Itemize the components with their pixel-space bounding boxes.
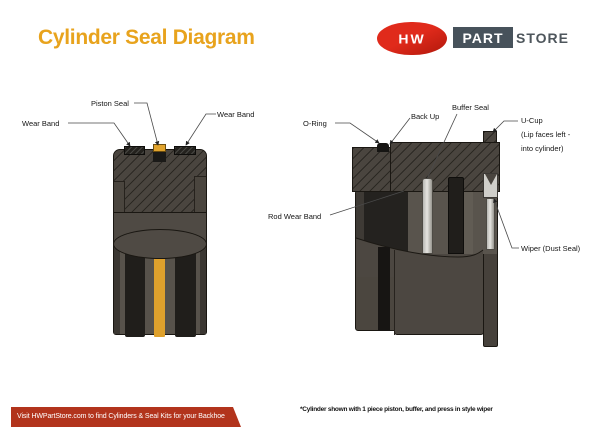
piston-step-right <box>194 176 206 212</box>
gland-center-seam <box>394 250 395 335</box>
piston-edge-right <box>200 244 206 334</box>
hw-logo-icon: HW <box>377 22 447 55</box>
label-o-ring: O-Ring <box>303 119 327 128</box>
rod-wear-band-strip <box>364 190 408 254</box>
piston-step-left <box>114 181 125 212</box>
label-wear-band-left: Wear Band <box>22 119 60 128</box>
gland-bore-edge-left <box>356 192 364 254</box>
buffer-seal-strip <box>422 178 433 254</box>
label-u-cup-line2: (Lip faces left - <box>521 130 571 139</box>
label-back-up: Back Up <box>411 112 440 121</box>
wiper-notch <box>485 174 497 185</box>
piston-seal-groove <box>153 152 166 162</box>
label-piston-seal: Piston Seal <box>91 99 129 108</box>
label-buffer-seal: Buffer Seal <box>452 103 489 112</box>
piston-seal-top <box>153 144 166 152</box>
footnote: *Cylinder shown with 1 piece piston, buf… <box>300 406 493 413</box>
hwpartstore-banner: Visit HWPartStore.com to find Cylinders … <box>11 407 241 427</box>
gland-outer-groove-strip <box>378 247 390 331</box>
label-wear-band-right: Wear Band <box>217 110 255 119</box>
gland-bore-highlight <box>464 192 473 254</box>
wear-band-strip-left <box>125 244 145 337</box>
label-u-cup-line3: into cylinder) <box>521 144 564 153</box>
logo-store-text: STORE <box>516 29 569 46</box>
page-title: Cylinder Seal Diagram <box>38 26 255 49</box>
piston-arc-face <box>114 230 206 258</box>
o-ring-part <box>377 143 389 152</box>
label-wiper: Wiper (Dust Seal) <box>521 244 581 253</box>
logo-part-badge: PART <box>453 27 513 48</box>
wear-band-top-left <box>124 146 145 155</box>
piston-seal-strip <box>154 244 165 337</box>
wear-band-strip-right <box>175 244 196 337</box>
wiper-seal-strip <box>486 198 495 250</box>
piston-edge-left <box>114 244 120 334</box>
wear-band-top-right <box>174 146 196 155</box>
hw-monogram: HW <box>398 31 426 46</box>
u-cup-retainer-tab <box>483 131 497 143</box>
label-u-cup: U-Cup (Lip faces left - into cylinder) <box>521 115 570 154</box>
label-rod-wear-band: Rod Wear Band <box>268 212 322 221</box>
label-u-cup-line1: U-Cup <box>521 116 543 125</box>
gland-hatched-left <box>352 147 391 192</box>
u-cup-strip <box>448 177 464 254</box>
